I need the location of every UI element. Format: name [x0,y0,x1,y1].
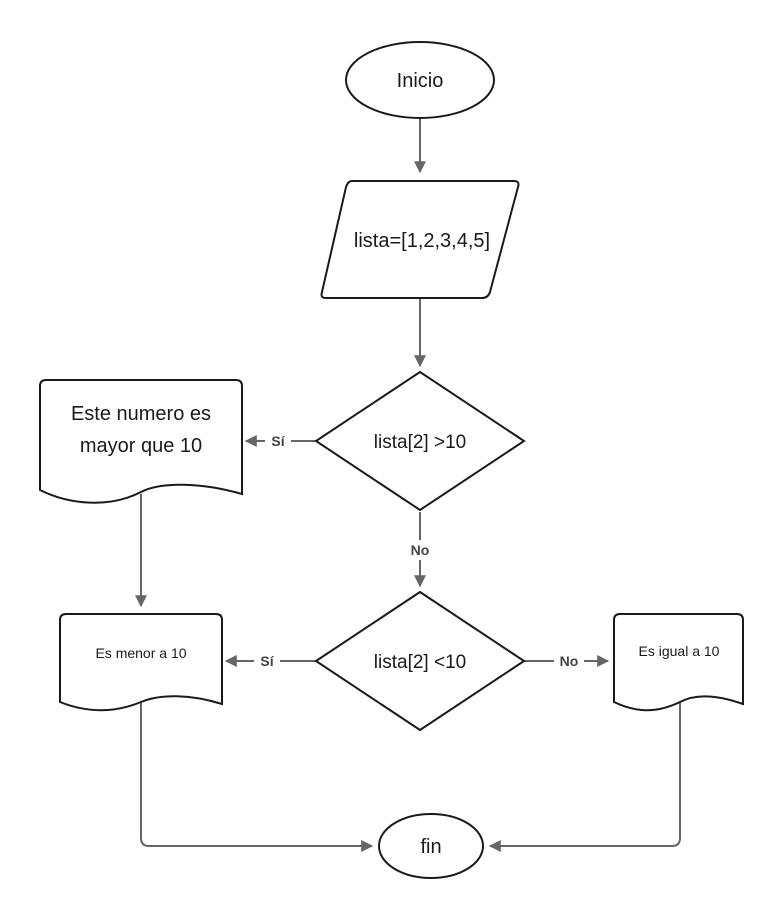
edge-label-cond2-no: No [560,653,579,669]
edge-label-cond1-no: No [411,542,430,558]
edge-label-cond1-yes: Sí [271,433,285,449]
document-greater-line1: Este numero es [71,403,211,425]
input-label: lista=[1,2,3,4,5] [354,230,490,252]
edge-label-cond2-yes: Sí [260,653,274,669]
decision-diamond-1 [314,370,526,512]
end-terminator [378,813,484,879]
start-terminator [345,41,495,119]
start-label: Inicio [397,70,444,92]
edge-equal-to-end [488,700,681,852]
decision-diamond-2 [314,590,526,732]
document-equal [613,613,744,712]
document-greater-line2: mayor que 10 [80,435,202,457]
document-less [59,613,223,712]
document-equal-label: Es igual a 10 [639,643,720,659]
decision-2-label: lista[2] <10 [374,652,466,673]
decision-1-label: lista[2] >10 [374,432,466,453]
document-greater [39,379,243,504]
end-label: fin [420,836,441,858]
input-parallelogram [320,180,520,299]
document-less-label: Es menor a 10 [95,645,186,661]
edge-less-to-end [140,698,374,852]
